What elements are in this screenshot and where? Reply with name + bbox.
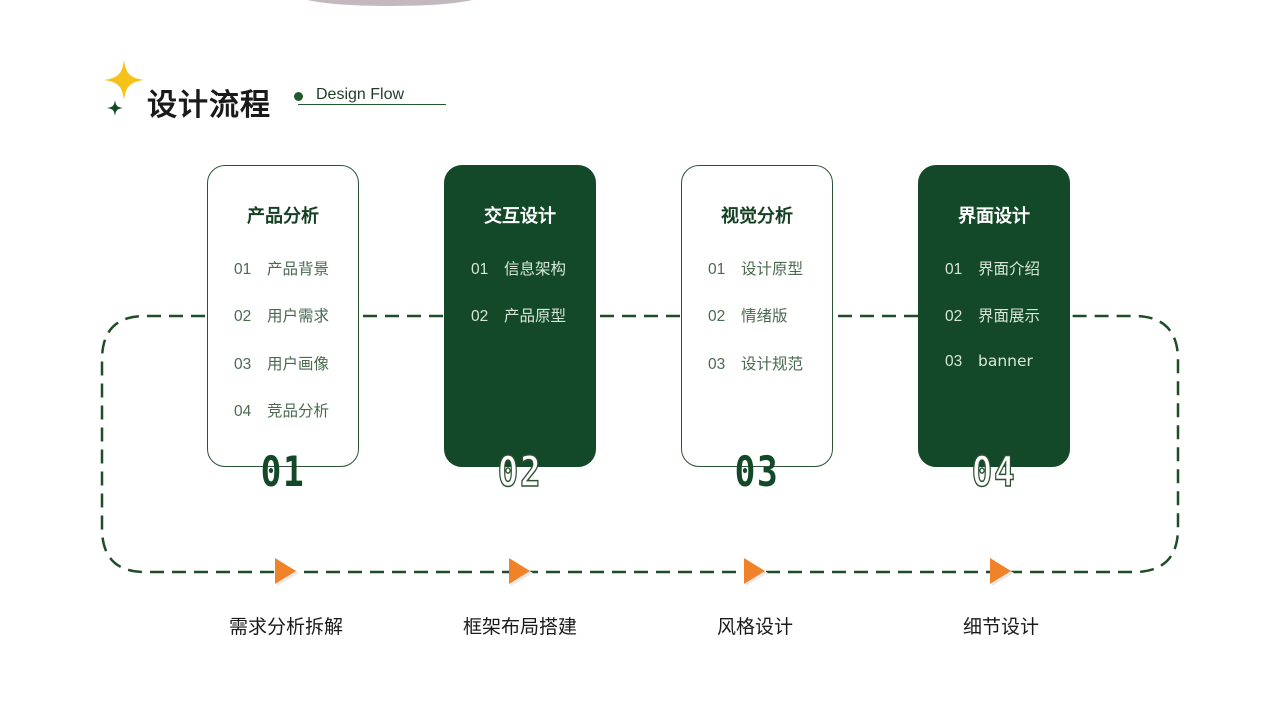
card-item-list: 01 界面介绍 02 界面展示 03 banner — [945, 257, 1040, 399]
card-item-list: 01 设计原型 02 情绪版 03 设计规范 — [708, 257, 803, 399]
card-item-number: 02 — [471, 308, 489, 326]
card-item: 02 用户需求 — [234, 304, 329, 351]
card-item-number: 02 — [708, 308, 726, 326]
sparkle-icon — [104, 60, 144, 116]
card-item-text: 用户需求 — [267, 307, 330, 326]
play-arrow-icon — [744, 558, 768, 586]
card-step-number: 02 — [497, 447, 543, 496]
card-item-number: 03 — [708, 355, 726, 373]
card-item-text: banner — [978, 351, 1033, 370]
card-item: 01 设计原型 — [708, 257, 803, 304]
play-arrow-icon — [275, 558, 299, 586]
card-item-text: 产品原型 — [504, 307, 567, 326]
card-item-number: 03 — [234, 355, 252, 373]
process-card-4: 界面设计 01 界面介绍 02 界面展示 03 banner — [918, 165, 1070, 467]
card-item: 02 界面展示 — [945, 304, 1040, 351]
step-label: 需求分析拆解 — [228, 616, 343, 638]
card-item-text: 用户画像 — [267, 354, 330, 373]
card-item-text: 竞品分析 — [267, 401, 330, 420]
card-title: 产品分析 — [247, 206, 319, 227]
card-item: 03 banner — [945, 352, 1040, 399]
card-step-number: 03 — [734, 447, 780, 496]
card-item-text: 产品背景 — [267, 260, 330, 278]
step-label: 细节设计 — [962, 616, 1039, 638]
card-step-number: 01 — [260, 447, 306, 496]
page-subtitle: Design Flow — [316, 86, 405, 103]
card-item-number: 01 — [945, 261, 963, 278]
subtitle-underline — [298, 104, 446, 105]
page-title: 设计流程 — [147, 88, 271, 123]
step-label: 风格设计 — [716, 616, 793, 638]
play-arrow-icon — [509, 558, 533, 586]
card-item: 02 产品原型 — [471, 304, 566, 351]
card-title: 交互设计 — [484, 206, 556, 227]
card-title: 界面设计 — [958, 206, 1030, 227]
card-item-number: 01 — [471, 261, 489, 278]
card-item: 01 界面介绍 — [945, 257, 1040, 304]
step-label: 框架布局搭建 — [462, 616, 577, 638]
card-item-number: 02 — [234, 308, 252, 326]
process-card-3: 视觉分析 01 设计原型 02 情绪版 03 设计规范 — [681, 165, 833, 467]
card-item: 01 产品背景 — [234, 257, 329, 304]
card-item-text: 信息架构 — [504, 260, 567, 278]
card-item: 04 竞品分析 — [234, 399, 329, 446]
subtitle-dot — [294, 92, 303, 101]
decorative-top-shape — [300, 0, 480, 6]
card-item-list: 01 产品背景 02 用户需求 03 用户画像 04 竞品分析 — [234, 257, 329, 446]
card-title: 视觉分析 — [721, 206, 793, 227]
card-item-text: 情绪版 — [741, 307, 788, 326]
card-item-text: 界面介绍 — [978, 260, 1041, 278]
card-item-list: 01 信息架构 02 产品原型 — [471, 257, 566, 352]
card-item: 03 用户画像 — [234, 352, 329, 399]
card-item-number: 01 — [708, 261, 726, 278]
card-item-text: 界面展示 — [978, 307, 1041, 326]
card-item: 03 设计规范 — [708, 352, 803, 399]
process-card-2: 交互设计 01 信息架构 02 产品原型 — [444, 165, 596, 467]
card-item-text: 设计原型 — [741, 260, 804, 278]
card-item: 02 情绪版 — [708, 304, 803, 351]
card-item-number: 03 — [945, 352, 963, 370]
play-arrow-icon — [990, 558, 1014, 586]
card-item-number: 04 — [234, 402, 252, 420]
card-item-number: 02 — [945, 308, 963, 326]
card-item-number: 01 — [234, 261, 252, 278]
card-item-text: 设计规范 — [741, 354, 804, 373]
card-item: 01 信息架构 — [471, 257, 566, 304]
card-step-number: 04 — [971, 447, 1017, 496]
process-card-1: 产品分析 01 产品背景 02 用户需求 03 用户画像 04 竞品分析 — [207, 165, 359, 467]
